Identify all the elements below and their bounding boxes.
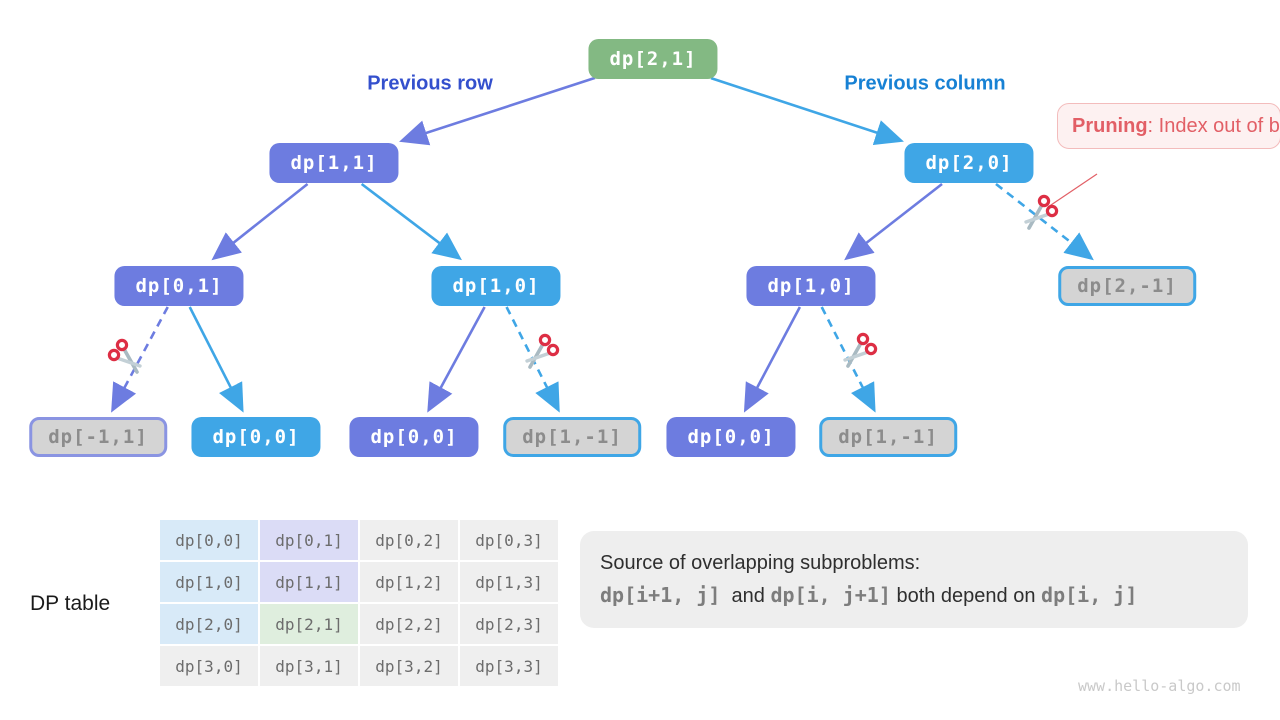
dp-table-cell-2-2: dp[2,2] [360,604,458,644]
scissors-icon [843,332,878,368]
dp-table-cell-0-2: dp[0,2] [360,520,458,560]
tree-node-n10R: dp[1,0] [746,266,876,306]
dp-table-cell-3-1: dp[3,1] [260,646,358,686]
dp-table-cell-3-2: dp[3,2] [360,646,458,686]
dp-table-cell-3-0: dp[3,0] [160,646,258,686]
tree-node-nm11: dp[-1,1] [29,417,167,457]
dp-table: dp[0,0]dp[0,1]dp[0,2]dp[0,3]dp[1,0]dp[1,… [160,520,558,686]
tree-node-n00c: dp[0,0] [666,417,796,457]
pruning-callout-rest: : Index out of bounds [1147,115,1280,137]
tree-node-n11: dp[1,1] [269,143,399,183]
dp-table-cell-0-0: dp[0,0] [160,520,258,560]
dp-table-cell-2-0: dp[2,0] [160,604,258,644]
scissors-icon [525,333,560,369]
dp-table-cell-2-1: dp[2,1] [260,604,358,644]
scissors-icon-3 [838,332,878,372]
tree-node-n00b: dp[0,0] [349,417,479,457]
tree-node-n2m1: dp[2,-1] [1058,266,1196,306]
tree-node-n01: dp[0,1] [114,266,244,306]
note-line2-part-0: dp[i+1, j] [600,583,721,607]
tree-edge-n20-n10R [844,182,943,261]
dp-table-cell-3-3: dp[3,3] [460,646,558,686]
note-line2-part-2: dp[i, j+1] [770,583,891,607]
note-line1: Source of overlapping subproblems: [600,552,921,574]
note-line2-part-1: and [720,585,771,607]
note-line2-part-4: dp[i, j] [1041,583,1138,607]
scissors-icon-0 [1019,194,1059,234]
scissors-icon-2 [520,333,560,373]
tree-node-n1m1a: dp[1,-1] [503,417,641,457]
tree-node-n00a: dp[0,0] [191,417,321,457]
tree-edge-n20-n2m1 [995,182,1094,261]
note-line2-part-3: both depend on [890,585,1042,607]
label-previous-row: Previous row [367,72,493,95]
watermark: www.hello-algo.com [1078,677,1241,695]
dp-table-cell-2-3: dp[2,3] [460,604,558,644]
pruning-callout-bold: Pruning [1072,115,1148,137]
tree-edge-n01-n00a [188,306,244,413]
tree-node-n1m1b: dp[1,-1] [819,417,957,457]
tree-edge-n11-n01 [211,182,309,261]
tree-node-root: dp[2,1] [588,39,718,79]
tree-node-n20: dp[2,0] [904,143,1034,183]
tree-edge-n10L-n00b [427,306,486,413]
label-previous-column: Previous column [844,72,1006,95]
tree-edge-n11-n10L [360,182,462,261]
note-line2: dp[i+1, j] and dp[i, j+1] both depend on… [600,579,1228,612]
dp-table-cell-1-3: dp[1,3] [460,562,558,602]
scissors-icon [1024,194,1059,230]
dp-table-cell-0-3: dp[0,3] [460,520,558,560]
tree-edge-root-n11 [399,76,596,146]
pruning-callout: Pruning: Index out of bounds [1057,103,1280,149]
callout-pointer-line [1047,173,1098,208]
dp-table-cell-1-2: dp[1,2] [360,562,458,602]
tree-node-n10L: dp[1,0] [431,266,561,306]
dp-table-cell-0-1: dp[0,1] [260,520,358,560]
note-box: Source of overlapping subproblems: dp[i+… [580,531,1248,628]
scissors-icon-1 [107,338,147,378]
tree-edge-n01-nm11 [111,306,169,413]
tree-edge-n10R-n00c [743,306,802,413]
dp-table-label: DP table [30,592,111,615]
dp-table-cell-1-0: dp[1,0] [160,562,258,602]
scissors-icon [107,338,142,374]
tree-edge-root-n20 [710,76,904,145]
dp-table-cell-1-1: dp[1,1] [260,562,358,602]
